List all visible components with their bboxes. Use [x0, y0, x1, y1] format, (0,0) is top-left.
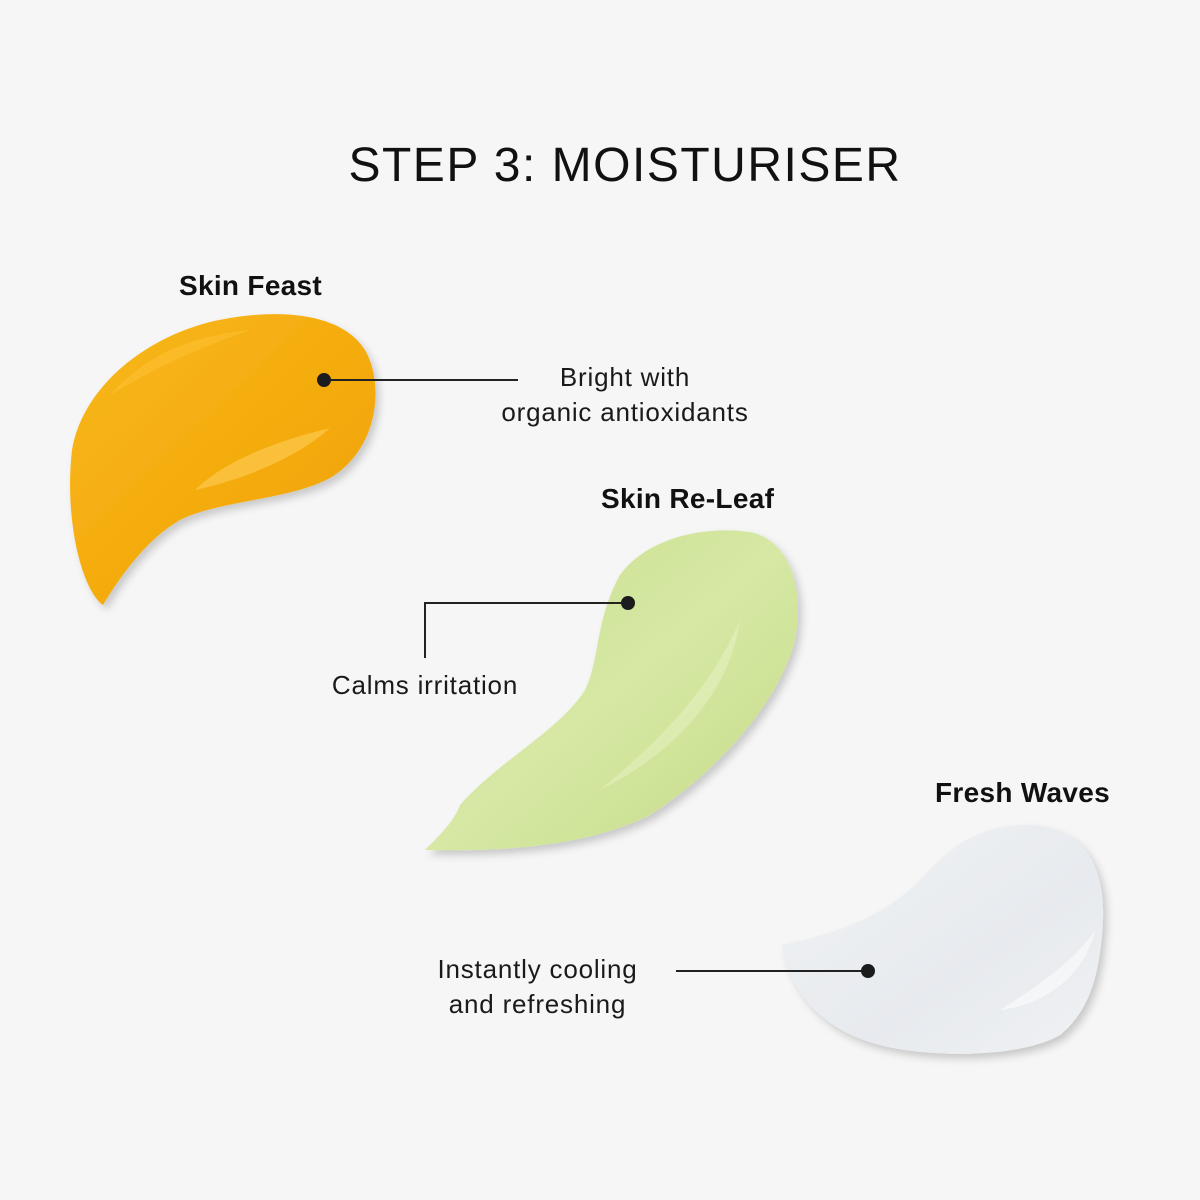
description-skin-feast: Bright with organic antioxidants	[470, 360, 780, 430]
callout-fresh-waves	[676, 964, 875, 978]
marker-dot-icon	[317, 373, 331, 387]
page-title: STEP 3: MOISTURISER	[348, 139, 902, 192]
callout-skin-re-leaf	[424, 596, 635, 658]
white-cream-swatch-icon	[782, 825, 1104, 1054]
description-line: Bright with	[559, 362, 691, 392]
yellow-cream-swatch-icon	[70, 314, 376, 605]
description-line: Calms irritation	[331, 670, 519, 700]
description-fresh-waves: Instantly cooling and refreshing	[410, 952, 665, 1022]
product-name-skin-re-leaf: Skin Re-Leaf	[601, 483, 775, 514]
description-line: Instantly cooling	[437, 954, 638, 984]
description-skin-re-leaf: Calms irritation	[300, 668, 550, 703]
product-name-fresh-waves: Fresh Waves	[935, 777, 1111, 808]
callout-skin-feast	[317, 373, 518, 387]
marker-dot-icon	[861, 964, 875, 978]
description-line: and refreshing	[448, 989, 627, 1019]
green-cream-swatch-icon	[425, 530, 798, 851]
marker-dot-icon	[621, 596, 635, 610]
description-line: organic antioxidants	[501, 397, 749, 427]
product-name-skin-feast: Skin Feast	[179, 270, 323, 301]
